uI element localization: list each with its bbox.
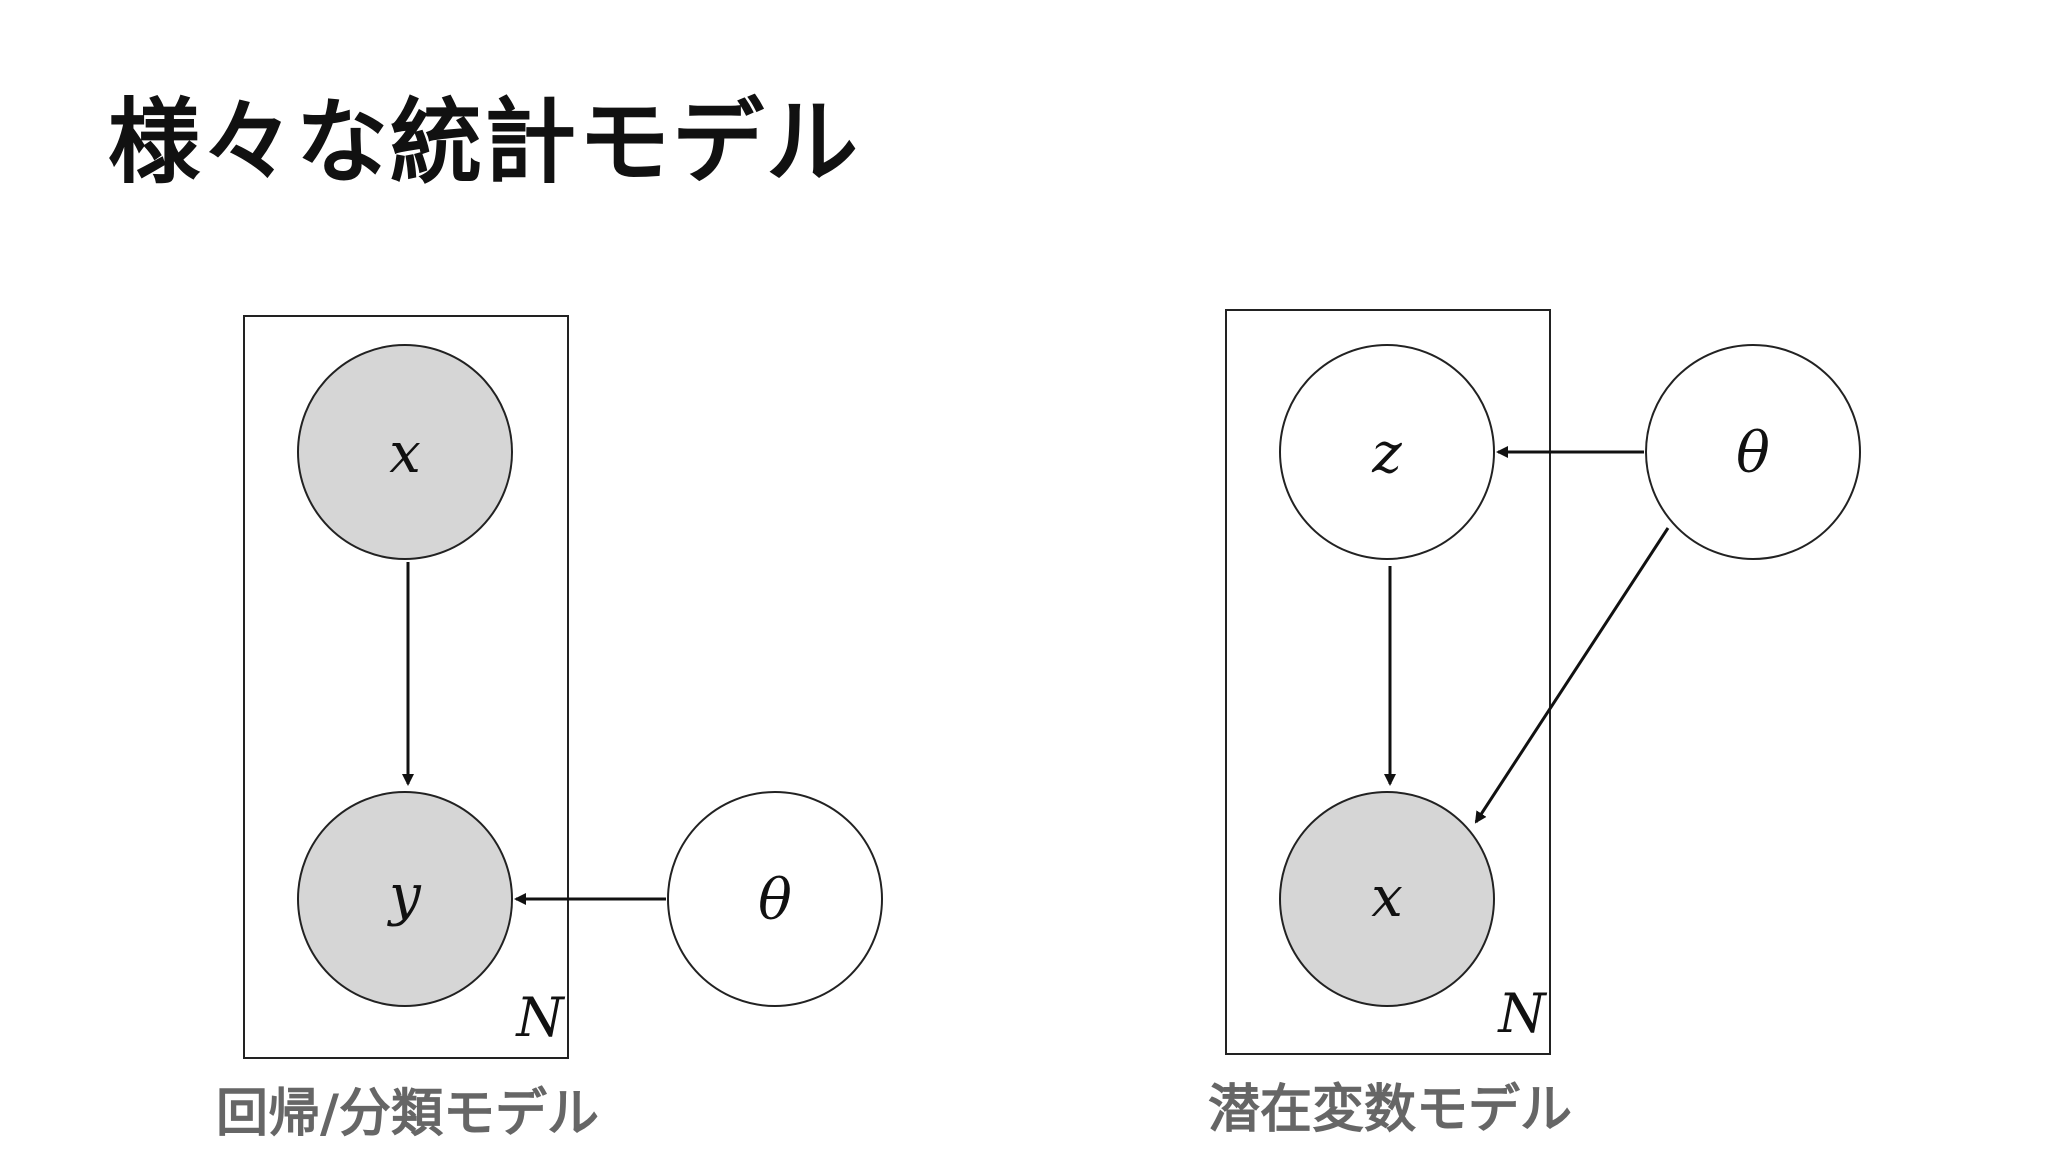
- latent-node-theta-label: θ: [1736, 421, 1770, 486]
- regression-node-y: [297, 791, 513, 1007]
- latent-node-x: [1279, 791, 1495, 1007]
- regression-plate-label: N: [514, 986, 565, 1049]
- regression-node-y-label: y: [386, 863, 422, 928]
- regression-node-theta-label: θ: [758, 868, 792, 933]
- regression-model-diagram: x y θ N: [243, 315, 883, 1059]
- regression-plate: [243, 315, 569, 1059]
- latent-node-z-label: z: [1371, 421, 1402, 486]
- latent-plate: [1225, 309, 1551, 1055]
- regression-node-x: [297, 344, 513, 560]
- regression-node-x-label: x: [389, 421, 421, 486]
- latent-node-theta: [1645, 344, 1861, 560]
- regression-node-theta: [667, 791, 883, 1007]
- slide-title: 様々な統計モデル: [108, 89, 861, 196]
- latent-variable-model-diagram: z x θ N: [1225, 309, 1861, 1055]
- latent-plate-label: N: [1496, 982, 1547, 1045]
- latent-node-x-label: x: [1371, 865, 1403, 930]
- latent-variable-model-caption: 潜在変数モデル: [1208, 1080, 1573, 1140]
- latent-node-z: [1279, 344, 1495, 560]
- latent-edge-theta-to-x: [1474, 527, 1670, 824]
- regression-model-caption: 回帰/分類モデル: [216, 1084, 599, 1144]
